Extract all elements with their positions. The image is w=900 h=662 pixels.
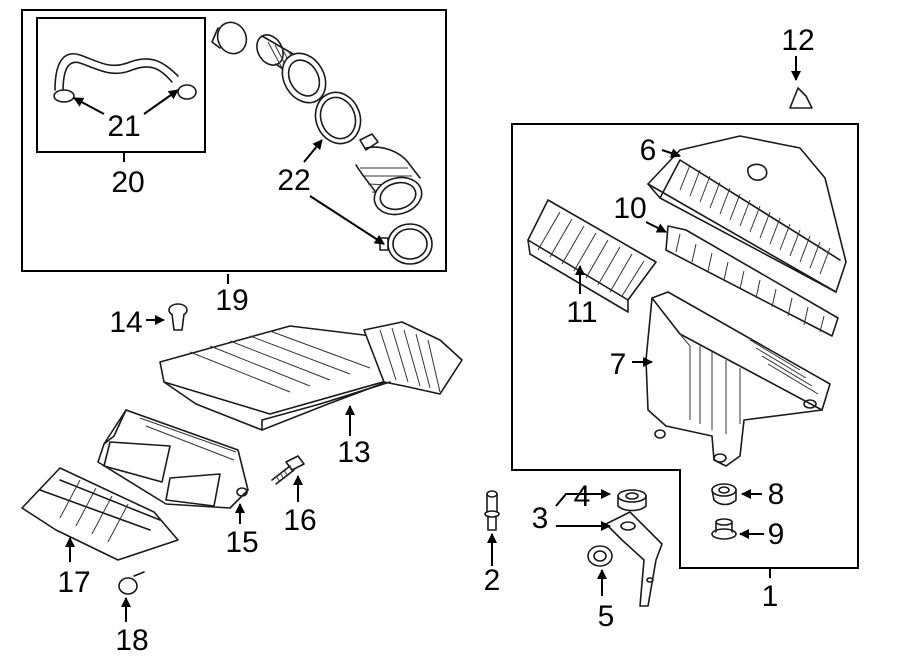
bushing-9-part: [711, 518, 737, 540]
lower-deflector-part: [21, 467, 179, 561]
group-box-1: [511, 123, 859, 569]
callout-22: 22: [277, 164, 310, 197]
group-box-19: [21, 9, 447, 272]
callout-13: 13: [337, 436, 370, 469]
callout-2: 2: [484, 564, 501, 597]
callout-7: 7: [610, 348, 627, 381]
callout-1: 1: [762, 580, 779, 613]
callout-10: 10: [613, 192, 646, 225]
inlet-grille-part: [527, 199, 657, 313]
callout-4: 4: [574, 480, 591, 513]
callout-16: 16: [283, 504, 316, 537]
callout-17: 17: [57, 566, 90, 599]
callout-20: 20: [111, 166, 144, 199]
bracket-3-part: [605, 511, 663, 607]
bracket-12-part: [789, 87, 813, 109]
air-filter-element-part: [665, 225, 839, 337]
callout-8: 8: [768, 478, 785, 511]
callout-15: 15: [225, 526, 258, 559]
air-cleaner-box-part: [645, 291, 831, 467]
intake-hose-part: [211, 21, 433, 265]
callout-19: 19: [215, 284, 248, 317]
group-box-20: [36, 17, 206, 153]
resonator-duct-part: [97, 409, 249, 509]
clip-14-part: [168, 303, 188, 331]
air-cleaner-cover-part: [647, 135, 847, 293]
callout-11: 11: [566, 296, 597, 329]
retainer-18-part: [118, 571, 145, 595]
callout-14: 14: [109, 306, 142, 339]
grommet-8-part: [711, 483, 737, 506]
callout-21: 21: [107, 110, 140, 143]
breather-hose-part: [53, 53, 197, 103]
callout-5: 5: [598, 600, 615, 633]
stud-2-part: [484, 490, 500, 531]
grommet-4-part: [617, 489, 647, 512]
leader-lines: [65, 56, 801, 622]
callout-3: 3: [532, 502, 549, 535]
callout-18: 18: [115, 624, 148, 657]
callout-9: 9: [768, 518, 785, 551]
bolt-16-part: [271, 455, 305, 485]
callout-6: 6: [640, 134, 657, 167]
grommet-5-part: [587, 545, 613, 567]
intake-duct-upper-part: [159, 321, 463, 431]
callout-12: 12: [781, 24, 814, 57]
